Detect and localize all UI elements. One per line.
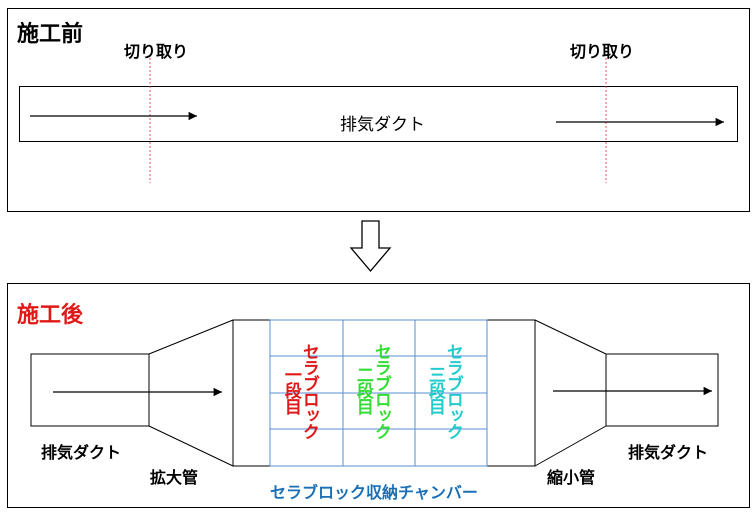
stage2-label-b: 二段目 <box>352 366 373 414</box>
right-duct <box>605 353 719 427</box>
cut-label-left: 切り取り <box>124 42 189 61</box>
before-panel <box>7 8 750 212</box>
stage1-label-a: セラブロック <box>298 343 319 439</box>
cera-block-grid <box>269 319 488 467</box>
left-duct-label: 排気ダクト <box>41 443 122 462</box>
down-arrow-icon <box>349 220 392 273</box>
before-title: 施工前 <box>17 22 84 47</box>
stage2-label-a: セラブロック <box>370 343 391 439</box>
chamber-label: セラブロック収納チャンバー <box>270 483 478 502</box>
stage3-label-b: 三段目 <box>424 366 445 414</box>
expander <box>148 319 234 467</box>
reducer-label: 縮小管 <box>547 468 596 487</box>
duct-body-before <box>19 86 738 142</box>
reducer <box>534 319 607 467</box>
cut-label-right: 切り取り <box>570 42 635 61</box>
stage3-label-a: セラブロック <box>442 343 463 439</box>
duct-label-before: 排気ダクト <box>340 115 425 135</box>
right-duct-label: 排気ダクト <box>628 443 709 462</box>
expander-label: 拡大管 <box>150 468 199 487</box>
left-duct <box>30 353 150 427</box>
after-title: 施工後 <box>17 303 84 328</box>
stage1-label-b: 一段目 <box>280 366 301 414</box>
